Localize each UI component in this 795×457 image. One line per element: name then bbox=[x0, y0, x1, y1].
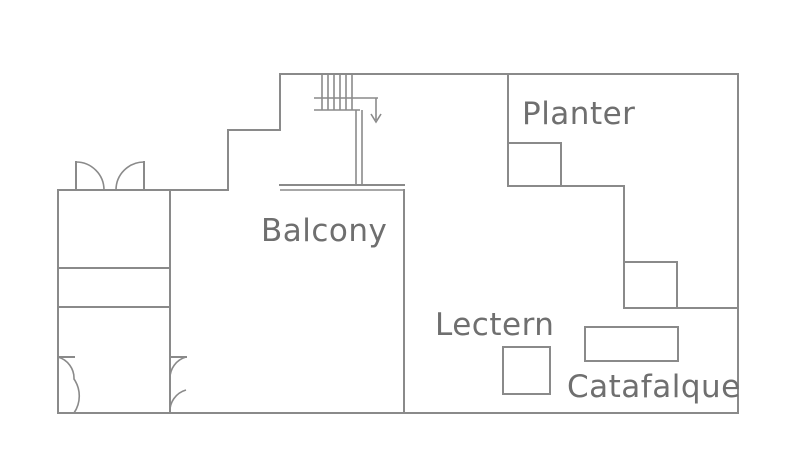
planter-label: Planter bbox=[522, 96, 636, 132]
catafalque-label: Catafalque bbox=[567, 369, 741, 405]
main-outline bbox=[57, 73, 739, 414]
planter-region bbox=[507, 73, 739, 309]
door-left-icon bbox=[57, 356, 81, 414]
balcony-label: Balcony bbox=[261, 213, 388, 249]
lectern-label: Lectern bbox=[435, 307, 555, 343]
staircase-icon bbox=[314, 74, 382, 185]
lectern-box bbox=[502, 346, 551, 395]
double-door-icon bbox=[75, 161, 145, 191]
catafalque-box bbox=[584, 326, 679, 362]
left-wing bbox=[57, 189, 171, 414]
balcony-walls bbox=[279, 184, 405, 414]
door-right-icon bbox=[169, 356, 187, 414]
